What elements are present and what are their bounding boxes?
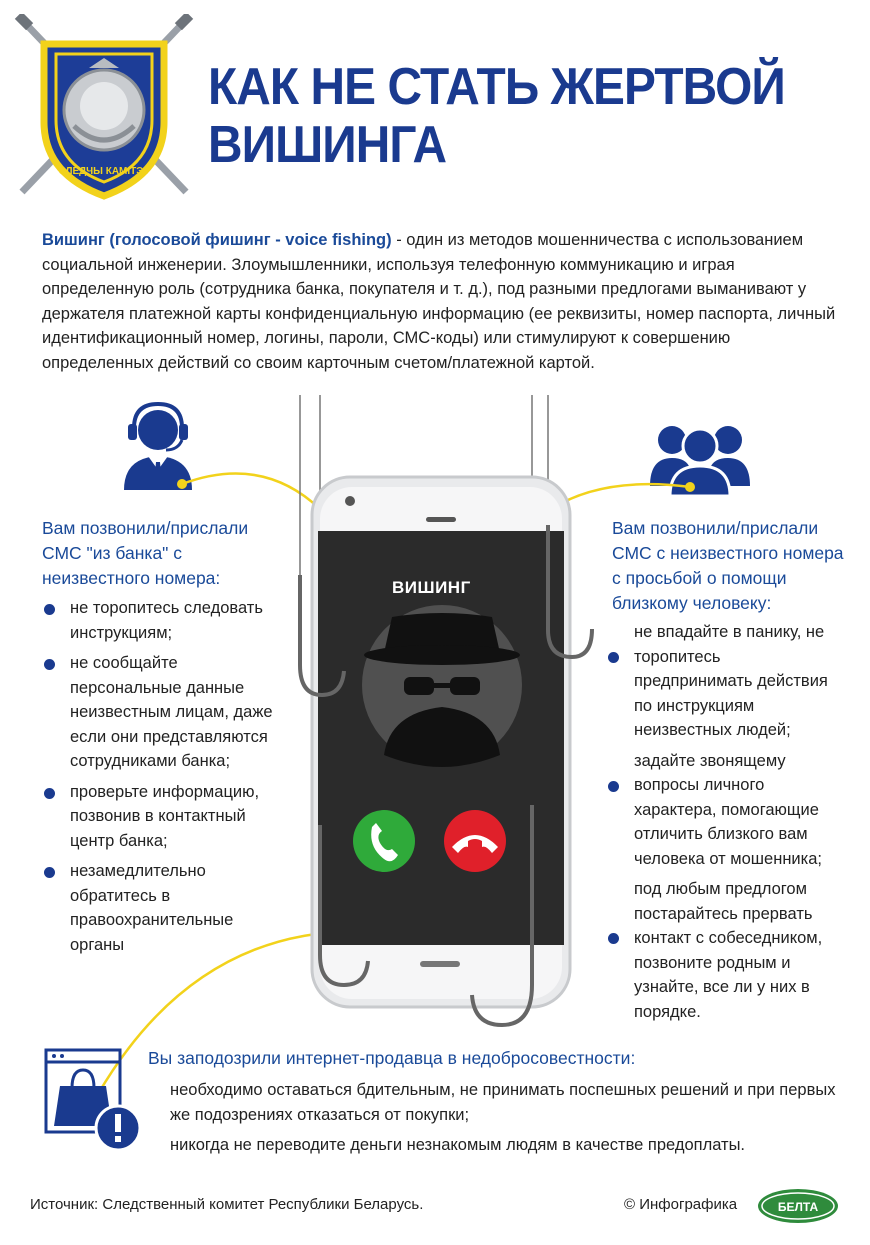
list-item: не сообщайте персональные данные неизвес… bbox=[44, 651, 289, 774]
decline-call-icon bbox=[444, 810, 506, 872]
list-item: проверьте информацию, позвонив в контакт… bbox=[44, 780, 289, 854]
belta-logo-text: БЕЛТА bbox=[778, 1200, 819, 1214]
bullet-icon bbox=[608, 780, 619, 792]
accept-call-icon bbox=[353, 810, 415, 872]
shopping-bag-alert-icon bbox=[44, 1048, 142, 1152]
bullet-icon bbox=[44, 787, 55, 799]
list-item: не впадайте в панику, не торопитесь пред… bbox=[608, 620, 843, 743]
phone-icon bbox=[298, 395, 594, 1028]
title-line-2: ВИШИНГА bbox=[208, 116, 447, 174]
fish-hook-icon bbox=[298, 575, 346, 698]
list-item: под любым предлогом постарайтесь прерват… bbox=[608, 877, 843, 1024]
operator-icon bbox=[124, 401, 192, 490]
list-item: задайте звонящему вопросы личного характ… bbox=[608, 749, 843, 872]
bullet-icon bbox=[44, 867, 55, 878]
bullet-icon bbox=[608, 933, 619, 944]
source-text: Источник: Следственный комитет Республик… bbox=[30, 1196, 424, 1213]
phone-screen-label: ВИШИНГ bbox=[392, 578, 471, 597]
bottom-advice-list: необходимо оставаться бдительным, не при… bbox=[170, 1078, 840, 1158]
intro-paragraph: Вишинг (голосовой фишинг - voice fishing… bbox=[42, 228, 842, 376]
bottom-section-title: Вы заподозрили интернет-продавца в недоб… bbox=[148, 1048, 636, 1068]
left-section-title: Вам позвонили/прислали СМС "из банка" с … bbox=[42, 518, 249, 588]
list-item: необходимо оставаться бдительным, не при… bbox=[170, 1081, 836, 1124]
bullet-icon bbox=[608, 652, 619, 663]
emblem-icon: СЛЕДЧЫ КАМІТЭТ bbox=[14, 14, 194, 200]
list-item: незамедлительно обратитесь в правоохрани… bbox=[44, 859, 289, 957]
belta-logo: БЕЛТА bbox=[758, 1189, 838, 1223]
spy-icon bbox=[362, 605, 522, 767]
copyright-text: © Инфографика bbox=[624, 1196, 738, 1213]
list-item: никогда не переводите деньги незнакомым … bbox=[170, 1136, 746, 1154]
page-title: КАК НЕ СТАТЬ ЖЕРТВОЙ ВИШИНГА bbox=[208, 58, 797, 174]
list-item: не торопитесь следовать инструкциям; bbox=[44, 596, 289, 645]
emblem-text: СЛЕДЧЫ КАМІТЭТ bbox=[58, 166, 149, 177]
group-icon bbox=[650, 426, 750, 496]
intro-term: Вишинг (голосовой фишинг - voice fishing… bbox=[42, 231, 392, 249]
bullet-icon bbox=[44, 659, 55, 670]
right-advice-list: не впадайте в панику, не торопитесь пред… bbox=[608, 620, 843, 1030]
right-section-title: Вам позвонили/прислали СМС с неизвестног… bbox=[612, 518, 844, 613]
title-line-1: КАК НЕ СТАТЬ ЖЕРТВОЙ bbox=[208, 58, 786, 116]
intro-text: - один из методов мошенничества с исполь… bbox=[42, 231, 836, 372]
bullet-icon bbox=[44, 604, 55, 615]
left-advice-list: не торопитесь следовать инструкциям; не … bbox=[44, 596, 289, 963]
